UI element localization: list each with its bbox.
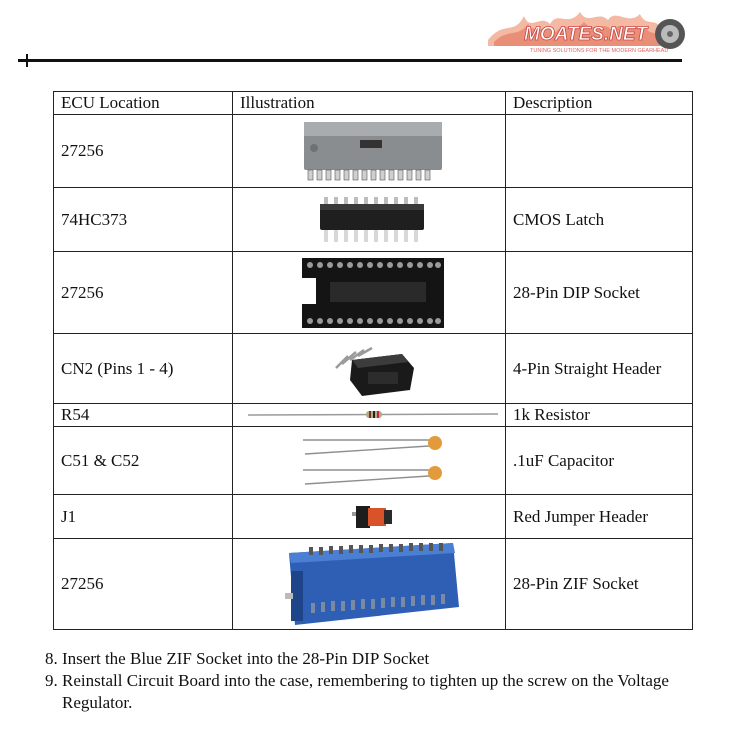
jumper-image — [351, 505, 392, 528]
cell-location: 27256 — [53, 538, 233, 630]
cell-location: CN2 (Pins 1 - 4) — [53, 333, 233, 404]
capacitor-image — [302, 435, 442, 485]
cell-location: 27256 — [53, 251, 233, 334]
table-header-row: ECU Location Illustration Description — [53, 91, 693, 115]
cell-location: C51 & C52 — [53, 426, 233, 495]
cell-illustration — [232, 114, 506, 188]
header-rule — [18, 59, 682, 62]
cell-location: 27256 — [53, 114, 233, 188]
table-row: R54 1k Resistor — [53, 403, 693, 427]
cell-illustration — [232, 538, 506, 630]
cell-location: J1 — [53, 494, 233, 539]
cell-description: 28-Pin DIP Socket — [505, 251, 693, 334]
cell-location: R54 — [53, 403, 233, 427]
table-row: CN2 (Pins 1 - 4) 4-Pin Straight Header — [53, 333, 693, 404]
header-rule-tick — [26, 54, 28, 67]
chip-image — [303, 122, 442, 181]
cell-description — [505, 114, 693, 188]
parts-table: ECU Location Illustration Description 27… — [53, 91, 693, 630]
header-ecu-location: ECU Location — [53, 91, 233, 115]
table-row: 27256 — [53, 538, 693, 630]
header-image — [334, 346, 414, 396]
cell-location: 74HC373 — [53, 187, 233, 252]
instruction-list: Insert the Blue ZIF Socket into the 28-P… — [38, 648, 712, 714]
header-illustration: Illustration — [232, 91, 506, 115]
cell-illustration — [232, 494, 506, 539]
logo-text: MOATES.NET — [524, 24, 649, 45]
table-row: J1 Red Jumper Header — [53, 494, 693, 539]
cell-illustration — [232, 333, 506, 404]
cell-description: 4-Pin Straight Header — [505, 333, 693, 404]
moates-logo: MOATES.NET TUNING SOLUTIONS FOR THE MODE… — [484, 6, 688, 58]
table-row: 27256 28-Pin DIP — [53, 251, 693, 334]
cmos-latch-image — [319, 196, 424, 242]
zif-socket-image — [284, 543, 459, 625]
table-row: 27256 — [53, 114, 693, 188]
table-row: C51 & C52 .1uF Capacitor — [53, 426, 693, 495]
cell-description: CMOS Latch — [505, 187, 693, 252]
list-item: Insert the Blue ZIF Socket into the 28-P… — [62, 648, 712, 670]
cell-illustration — [232, 251, 506, 334]
cell-description: 28-Pin ZIF Socket — [505, 538, 693, 630]
logo-tagline: TUNING SOLUTIONS FOR THE MODERN GEARHEAD — [530, 48, 668, 54]
list-item: Reinstall Circuit Board into the case, r… — [62, 670, 712, 714]
dip-socket-image — [301, 257, 444, 328]
resistor-image — [247, 411, 498, 418]
header-description: Description — [505, 91, 693, 115]
cell-illustration — [232, 403, 506, 427]
table-row: 74HC373 — [53, 187, 693, 252]
cell-description: .1uF Capacitor — [505, 426, 693, 495]
cell-description: Red Jumper Header — [505, 494, 693, 539]
cell-illustration — [232, 426, 506, 495]
cell-illustration — [232, 187, 506, 252]
cell-description: 1k Resistor — [505, 403, 693, 427]
